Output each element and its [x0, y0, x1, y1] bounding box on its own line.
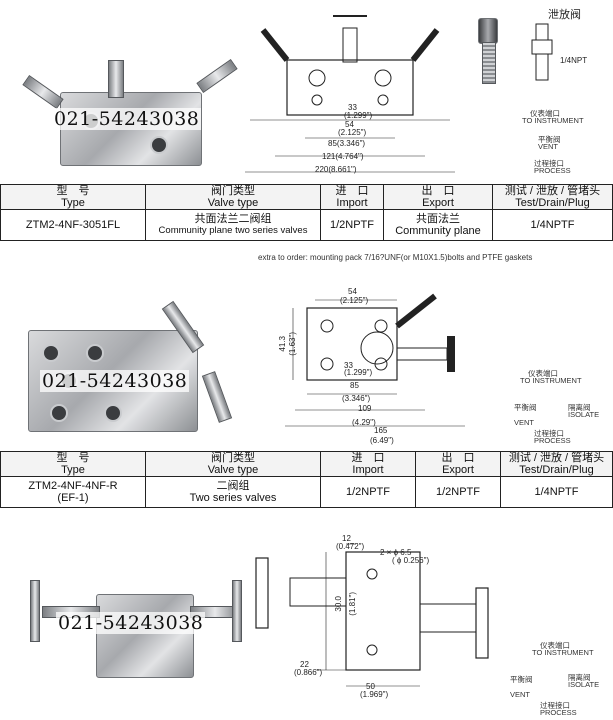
- legend-process-en: PROCESS: [540, 708, 577, 717]
- vent-valve-label: 泄放阀: [548, 9, 581, 21]
- legend-process: 过程接口: [540, 701, 570, 710]
- legend-process: 过程接口: [534, 429, 564, 438]
- phone-watermark: 021-54243038: [40, 370, 190, 392]
- th-import-cn: 进 口: [335, 185, 369, 197]
- dim: 50: [366, 682, 375, 691]
- cell-model-sub: (EF-1): [57, 492, 89, 504]
- cell-test: 1/4NPTF: [500, 476, 613, 508]
- cell-model: ZTM2-4NF-4NF-R: [28, 480, 118, 492]
- cell-import: 1/2NPTF: [320, 476, 416, 508]
- th-test-en: Test/Drain/Plug: [519, 464, 594, 476]
- vent-thread-label: 1/4NPT: [560, 56, 588, 65]
- dim: 85(3.346"): [328, 139, 366, 148]
- cell-export-en: Community plane: [395, 225, 481, 237]
- dim: 109: [358, 404, 372, 413]
- dim: (3.346"): [342, 394, 371, 403]
- legend-vent-en: VENT: [510, 690, 531, 699]
- th-import-en: Import: [336, 197, 368, 209]
- dim: (1.63"): [288, 332, 297, 356]
- dim: (6.49"): [370, 436, 394, 445]
- legend-instrument-en: TO INSTRUMENT: [520, 376, 582, 385]
- th-type-cn: 型 号: [56, 185, 90, 197]
- dim: 41.3: [278, 336, 287, 352]
- product-2-drawing: [285, 293, 465, 427]
- dim: (0.866"): [294, 668, 323, 677]
- th-valve-en: Valve type: [207, 197, 259, 209]
- dim: 121(4.764"): [322, 152, 364, 161]
- legend-instrument: 仪表端口: [528, 369, 558, 378]
- dim: 220(8.661"): [315, 165, 357, 174]
- dim: 85: [350, 381, 359, 390]
- dim: (2.125"): [338, 128, 367, 137]
- legend-isolate: 隔离阀: [568, 403, 591, 412]
- phone-watermark: 021-54243038: [52, 108, 202, 130]
- legend-vent-en: VENT: [514, 418, 535, 427]
- dim: (2.125"): [340, 296, 369, 305]
- product-1-drawing: [245, 15, 455, 173]
- legend-process: 过程接口: [534, 159, 564, 168]
- th-export-cn: 出 口: [421, 185, 455, 197]
- dim: (0.472"): [336, 542, 365, 551]
- dim: 54: [345, 120, 354, 129]
- cell-valve-en: Two series valves: [189, 492, 277, 504]
- legend-process-en: PROCESS: [534, 436, 571, 445]
- legend-vent-en: VENT: [538, 142, 559, 151]
- legend-instrument-en: TO INSTRUMENT: [532, 648, 594, 657]
- dim: 33: [348, 103, 357, 112]
- legend-isolate: 隔离阀: [568, 673, 591, 682]
- th-type-en: Type: [61, 197, 85, 209]
- th-test-cn: 测试 / 泄放 / 管堵头: [508, 452, 605, 464]
- th-valve-en: Valve type: [207, 464, 259, 476]
- dim: 165: [374, 426, 388, 435]
- legend-isolate-en: ISOLATE: [568, 410, 600, 419]
- cell-valve-cn: 共面法兰二阀组: [194, 213, 272, 225]
- cell-test: 1/4NPTF: [492, 209, 613, 241]
- legend-isolate-en: ISOLATE: [568, 680, 600, 689]
- cell-import: 1/2NPTF: [320, 209, 384, 241]
- th-import-cn: 进 口: [351, 452, 385, 464]
- extra-order-note: extra to order: mounting pack 7/16?UNF(o…: [258, 253, 533, 262]
- cell-valve-en: Community plane two series valves: [158, 225, 308, 236]
- legend-instrument-en: TO INSTRUMENT: [522, 116, 584, 125]
- th-valve-cn: 阀门类型: [211, 452, 255, 464]
- th-import-en: Import: [352, 464, 384, 476]
- cell-valve-cn: 二阀组: [216, 480, 250, 492]
- legend-vent: 平衡阀: [514, 403, 537, 412]
- dim: (1.299"): [344, 111, 373, 120]
- dim: 54: [348, 287, 357, 296]
- dim: (1.81"): [348, 592, 357, 616]
- th-test-en: Test/Drain/Plug: [515, 197, 590, 209]
- th-export-cn: 出 口: [441, 452, 475, 464]
- dim: 33: [344, 361, 353, 370]
- legend-instrument: 仪表端口: [530, 109, 560, 118]
- dim: 22: [300, 660, 309, 669]
- th-test-cn: 测试 / 泄放 / 管堵头: [504, 185, 601, 197]
- cell-export: 1/2NPTF: [415, 476, 501, 508]
- dim: 2 × ϕ 6.5: [380, 548, 412, 557]
- dim: ( ϕ 0.256"): [392, 556, 430, 565]
- product-3-drawing: [255, 543, 489, 687]
- vent-valve-drawing: [531, 23, 553, 81]
- legend-vent: 平衡阀: [538, 135, 561, 144]
- dim: (1.969"): [360, 690, 389, 699]
- cell-model: ZTM2-4NF-3051FL: [0, 209, 146, 241]
- legend-instrument: 仪表端口: [540, 641, 570, 650]
- dim: (1.299"): [344, 368, 373, 377]
- dim: 12: [342, 534, 351, 543]
- phone-watermark: 021-54243038: [56, 612, 206, 634]
- dim: 30.0: [334, 596, 343, 612]
- legend-vent: 平衡阀: [510, 675, 533, 684]
- th-export-en: Export: [442, 464, 474, 476]
- th-type-en: Type: [61, 464, 85, 476]
- dim: (4.29"): [352, 418, 376, 427]
- th-export-en: Export: [422, 197, 454, 209]
- cell-export-cn: 共面法兰: [416, 213, 460, 225]
- th-valve-cn: 阀门类型: [211, 185, 255, 197]
- th-type-cn: 型 号: [56, 452, 90, 464]
- legend-process-en: PROCESS: [534, 166, 571, 175]
